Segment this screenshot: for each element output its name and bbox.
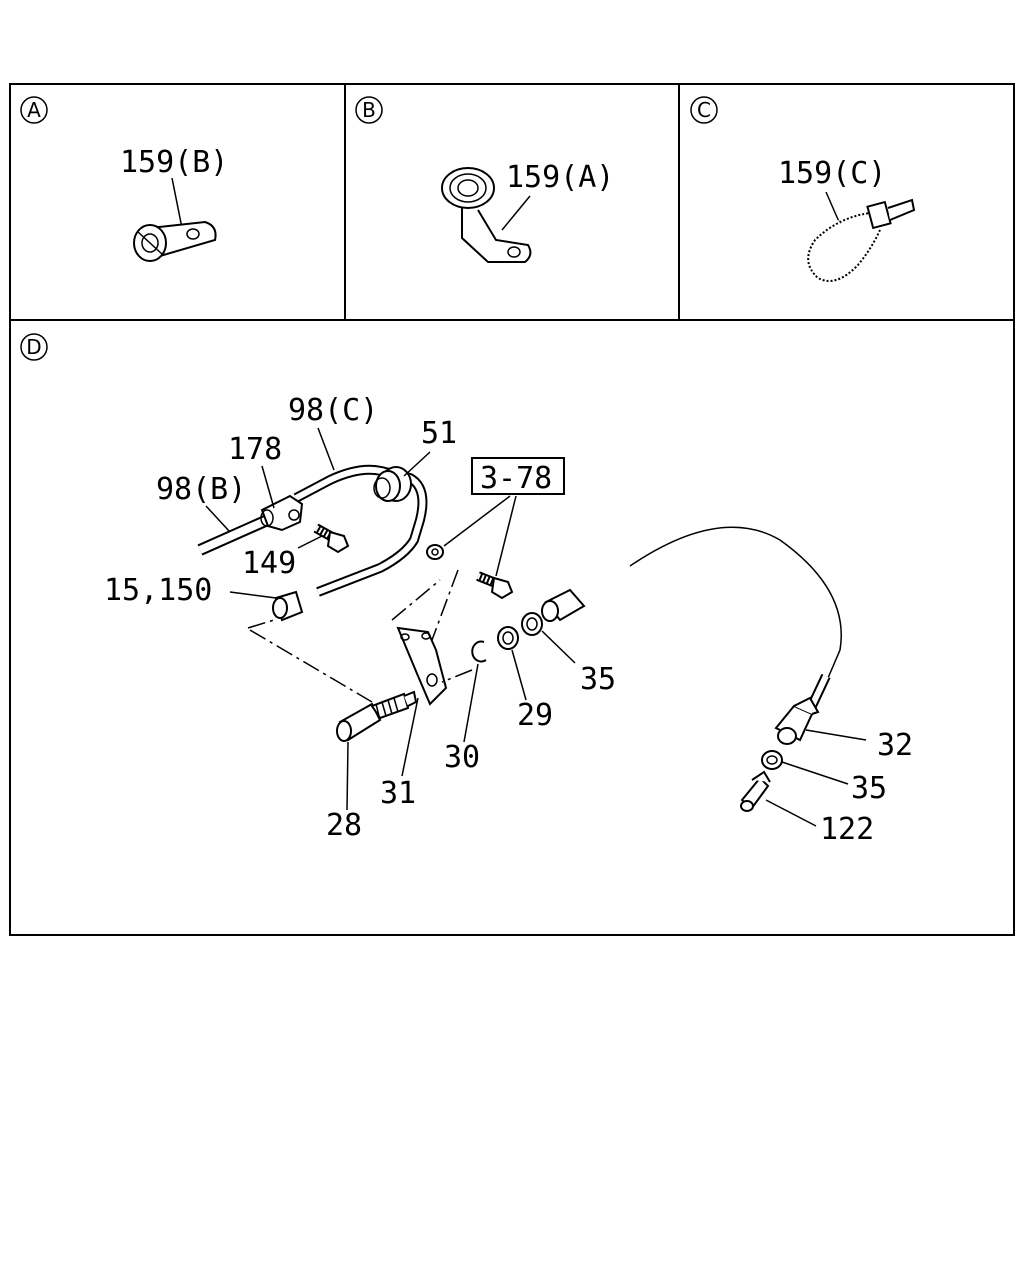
sensor-28-icon <box>336 690 418 742</box>
fitting-122-icon <box>740 770 771 812</box>
panel-a: A 159(B) <box>20 96 228 262</box>
label-31: 31 <box>380 776 416 811</box>
leader-lines-3-78 <box>443 495 517 577</box>
label-51: 51 <box>421 416 457 451</box>
panel-b-marker: B <box>355 96 383 124</box>
label-29: 29 <box>517 698 553 733</box>
fitting-upper-icon <box>541 588 586 622</box>
panel-d: D <box>20 333 913 847</box>
leader-lines <box>205 427 867 827</box>
reference-label-3-78: 3-78 <box>480 461 552 496</box>
connector-178-icon <box>260 494 304 532</box>
label-28: 28 <box>326 808 362 843</box>
cable-tie-159c-icon <box>805 198 916 284</box>
label-149: 149 <box>242 546 296 581</box>
nut-29-icon <box>497 626 519 650</box>
label-178: 178 <box>228 432 282 467</box>
label-32: 32 <box>877 728 913 763</box>
leader-line <box>501 195 531 231</box>
nut-15-150-icon <box>272 590 304 622</box>
washer-35-lower-icon <box>761 750 783 770</box>
bolt-149-icon <box>313 523 350 554</box>
panel-b: B 159(A) <box>355 96 614 263</box>
panel-frame <box>9 83 1015 936</box>
snap-ring-30-icon <box>471 640 487 663</box>
grommet-51-icon <box>373 466 412 502</box>
panel-d-marker: D <box>20 333 48 361</box>
svg-text:D: D <box>26 335 41 359</box>
leader-line <box>171 177 183 229</box>
washer-35-upper-icon <box>521 612 543 636</box>
bolt-3-78-icon <box>476 571 514 600</box>
bracket-31-icon <box>396 626 448 706</box>
label-30: 30 <box>444 740 480 775</box>
svg-text:A: A <box>27 98 41 122</box>
reference-box <box>471 457 565 495</box>
pipe-98b-icon <box>197 512 275 556</box>
panel-c: C 159(C) <box>690 96 916 284</box>
label-122: 122 <box>820 812 874 847</box>
label-98b: 98(B) <box>156 472 246 507</box>
svg-text:C: C <box>697 98 711 122</box>
fitting-32-icon <box>774 696 820 745</box>
leader-line <box>825 191 841 225</box>
lock-washer-icon <box>426 544 444 560</box>
label-35-upper: 35 <box>580 662 616 697</box>
label-35-lower: 35 <box>851 771 887 806</box>
panel-c-marker: C <box>690 96 718 124</box>
label-98c: 98(C) <box>288 393 378 428</box>
svg-text:B: B <box>362 98 376 122</box>
label-15-150: 15,150 <box>104 573 212 608</box>
panel-a-marker: A <box>20 96 48 124</box>
part-label-159a: 159(A) <box>506 160 614 195</box>
clip-159b-icon <box>133 220 217 262</box>
pipe-98c-icon <box>293 464 428 597</box>
part-label-159c: 159(C) <box>778 156 886 191</box>
part-label-159b: 159(B) <box>120 145 228 180</box>
bracket-clamp-159a-icon <box>441 167 532 263</box>
assembly-lines <box>247 569 473 703</box>
